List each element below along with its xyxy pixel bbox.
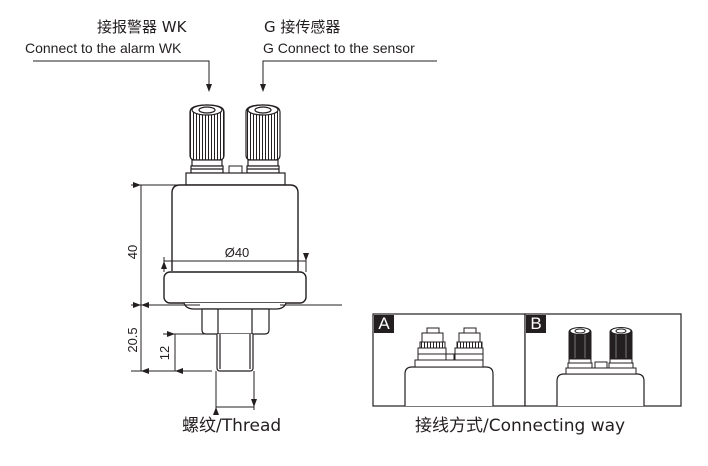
alarm-terminal-knob: [189, 104, 225, 174]
flange-neck: [183, 302, 287, 310]
sensor-leader-line: [260, 60, 437, 92]
panel-b-knob-terminals: [524, 313, 682, 407]
thread-stem: [216, 334, 254, 372]
dimension-label-20-5: 20.5: [125, 327, 140, 352]
dimension-label-12: 12: [157, 346, 172, 360]
top-plate: [185, 172, 286, 186]
sensor-terminal-knob: [245, 104, 281, 174]
panel-a-screw-terminals: [372, 313, 526, 407]
hex-nut: [201, 308, 270, 335]
sensor-callout-cn: G 接传感器: [264, 18, 341, 36]
alarm-callout-en: Connect to the alarm WK: [25, 40, 182, 56]
dimension-thread-12: [163, 331, 215, 374]
alarm-leader-line: [33, 60, 212, 92]
dimension-diameter: [161, 253, 309, 272]
dimension-label-diameter: Ø40: [225, 245, 250, 260]
sensor-flange: [163, 271, 307, 304]
panel-b-label: B: [526, 315, 546, 333]
sensor-body: [171, 184, 299, 271]
center-tab: [228, 165, 243, 174]
connecting-way-caption: 接线方式/Connecting way: [415, 416, 626, 436]
thread-caption: 螺纹/Thread: [182, 416, 282, 436]
dimension-label-40: 40: [125, 245, 140, 259]
alarm-callout-cn: 接报警器 WK: [97, 18, 187, 36]
panel-a-label: A: [374, 315, 394, 333]
dimension-thread-width: [213, 371, 257, 415]
sensor-callout-en: G Connect to the sensor: [263, 40, 415, 56]
